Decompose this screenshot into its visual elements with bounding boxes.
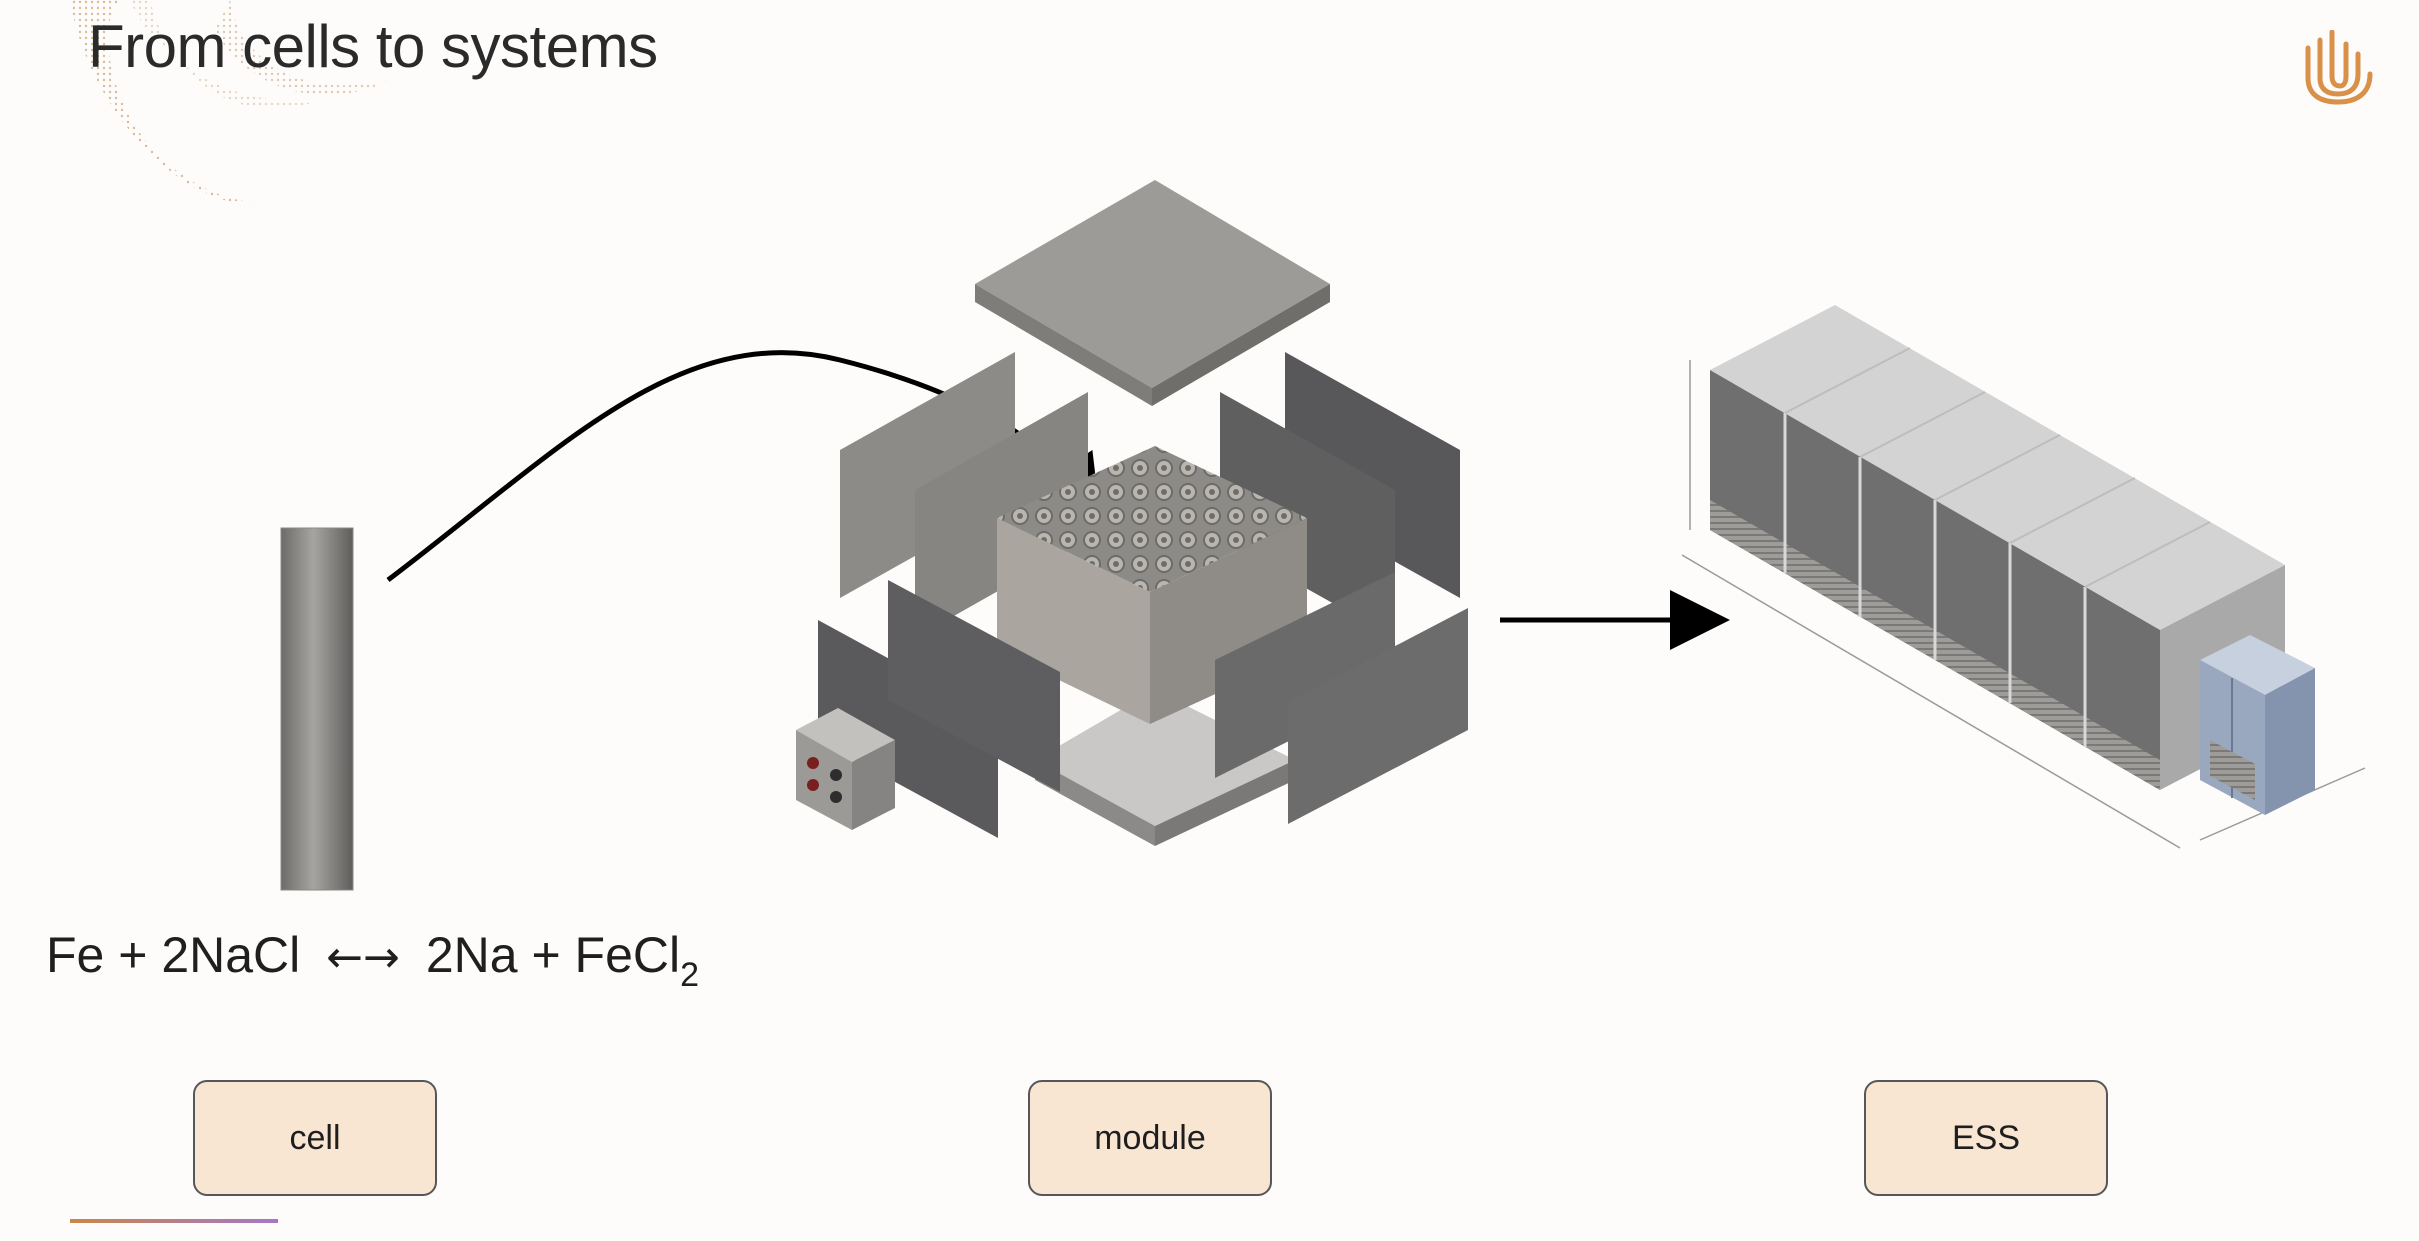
equation-left: Fe + 2NaCl [46, 927, 301, 983]
chemical-equation: Fe + 2NaCl ←→ 2Na + FeCl2 [46, 926, 699, 995]
equation-right: 2Na + FeCl [425, 927, 681, 983]
ess-illustration [1681, 305, 2366, 849]
accent-underline [70, 1219, 278, 1223]
equation-arrow: ←→ [326, 932, 400, 983]
decorative-swirl [70, 0, 390, 205]
slide-title: From cells to systems [88, 13, 658, 80]
cell-label: cell [193, 1080, 437, 1196]
cell-illustration [280, 527, 354, 891]
ess-label: ESS [1864, 1080, 2108, 1196]
module-illustration [796, 180, 1468, 846]
company-logo-icon [2305, 30, 2373, 105]
equation-subscript: 2 [680, 956, 700, 994]
module-label: module [1028, 1080, 1272, 1196]
